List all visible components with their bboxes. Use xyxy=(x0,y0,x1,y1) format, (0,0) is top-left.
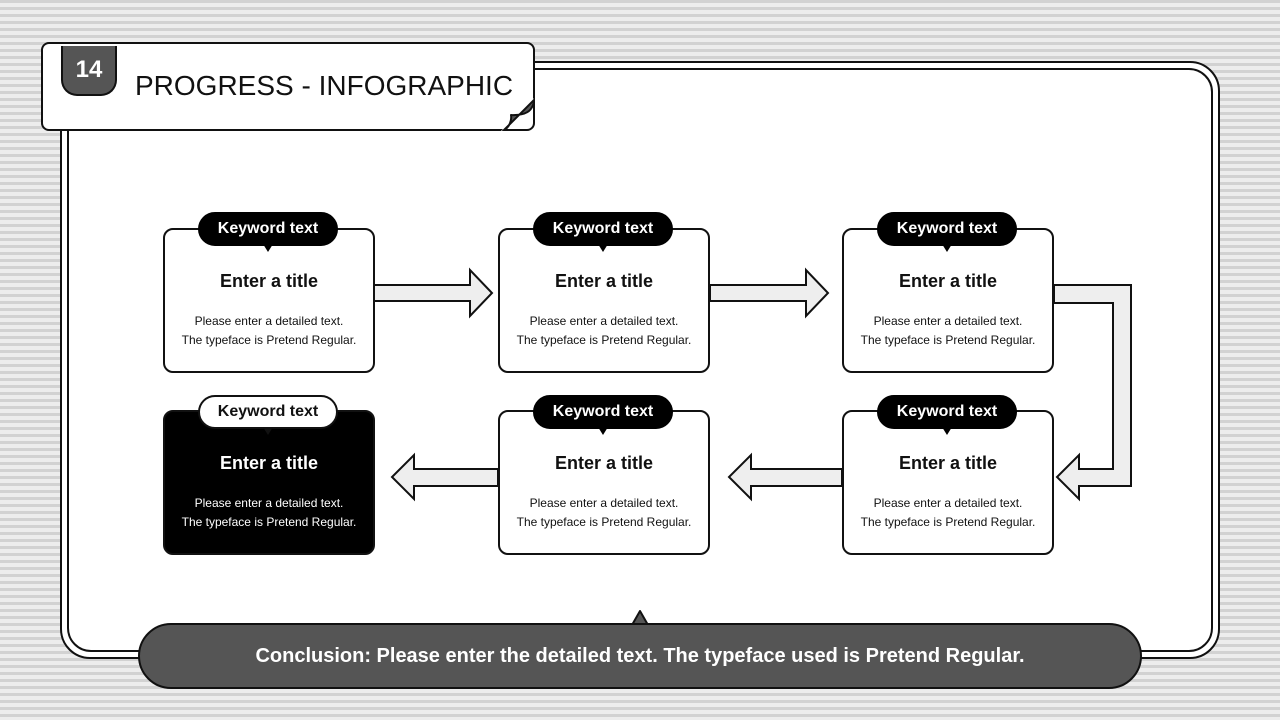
conclusion-text: Conclusion: Please enter the detailed te… xyxy=(255,644,1025,667)
keyword-badge-3: Keyword text xyxy=(877,212,1017,252)
step-description: Please enter a detailed text. The typefa… xyxy=(500,494,708,532)
step-desc-line: The typeface is Pretend Regular. xyxy=(516,515,692,529)
keyword-label: Keyword text xyxy=(896,403,998,420)
keyword-badge-6: Keyword text xyxy=(198,395,338,435)
step-desc-line: Please enter a detailed text. xyxy=(529,496,679,510)
step-card-1: Enter a title Please enter a detailed te… xyxy=(163,228,375,373)
step-title: Enter a title xyxy=(898,453,998,473)
step-desc-line: Please enter a detailed text. xyxy=(194,496,344,510)
slide-title: PROGRESS - INFOGRAPHIC xyxy=(135,70,514,101)
keyword-badge-1: Keyword text xyxy=(198,212,338,252)
conclusion-pointer-icon xyxy=(631,610,649,625)
step-desc-line: Please enter a detailed text. xyxy=(529,314,679,328)
step-desc-line: The typeface is Pretend Regular. xyxy=(860,515,1036,529)
step-desc-line: The typeface is Pretend Regular. xyxy=(181,515,357,529)
step-description: Please enter a detailed text. The typefa… xyxy=(500,312,708,350)
step-desc-line: Please enter a detailed text. xyxy=(873,314,1023,328)
step-desc-line: The typeface is Pretend Regular. xyxy=(860,333,1036,347)
keyword-badge-4: Keyword text xyxy=(877,395,1017,435)
keyword-badge-5: Keyword text xyxy=(533,395,673,435)
step-desc-line: The typeface is Pretend Regular. xyxy=(181,333,357,347)
step-card-3: Enter a title Please enter a detailed te… xyxy=(842,228,1054,373)
step-title: Enter a title xyxy=(898,271,998,291)
step-description: Please enter a detailed text. The typefa… xyxy=(844,312,1052,350)
conclusion-banner: Conclusion: Please enter the detailed te… xyxy=(138,623,1142,689)
keyword-badge-2: Keyword text xyxy=(533,212,673,252)
keyword-label: Keyword text xyxy=(552,403,654,420)
keyword-label: Keyword text xyxy=(552,220,654,237)
step-desc-line: Please enter a detailed text. xyxy=(194,314,344,328)
step-title: Enter a title xyxy=(219,271,319,291)
keyword-label: Keyword text xyxy=(896,220,998,237)
keyword-label: Keyword text xyxy=(217,220,319,237)
step-description: Please enter a detailed text. The typefa… xyxy=(844,494,1052,532)
title-tab: 14 PROGRESS - INFOGRAPHIC xyxy=(41,42,535,131)
page-curl-icon xyxy=(501,97,535,131)
step-description: Please enter a detailed text. The typefa… xyxy=(165,312,373,350)
step-desc-line: Please enter a detailed text. xyxy=(873,496,1023,510)
step-title: Enter a title xyxy=(219,453,319,473)
slide-number: 14 xyxy=(61,46,117,96)
step-desc-line: The typeface is Pretend Regular. xyxy=(516,333,692,347)
keyword-label: Keyword text xyxy=(217,403,319,420)
step-description: Please enter a detailed text. The typefa… xyxy=(165,494,373,532)
step-title: Enter a title xyxy=(554,453,654,473)
step-title: Enter a title xyxy=(554,271,654,291)
